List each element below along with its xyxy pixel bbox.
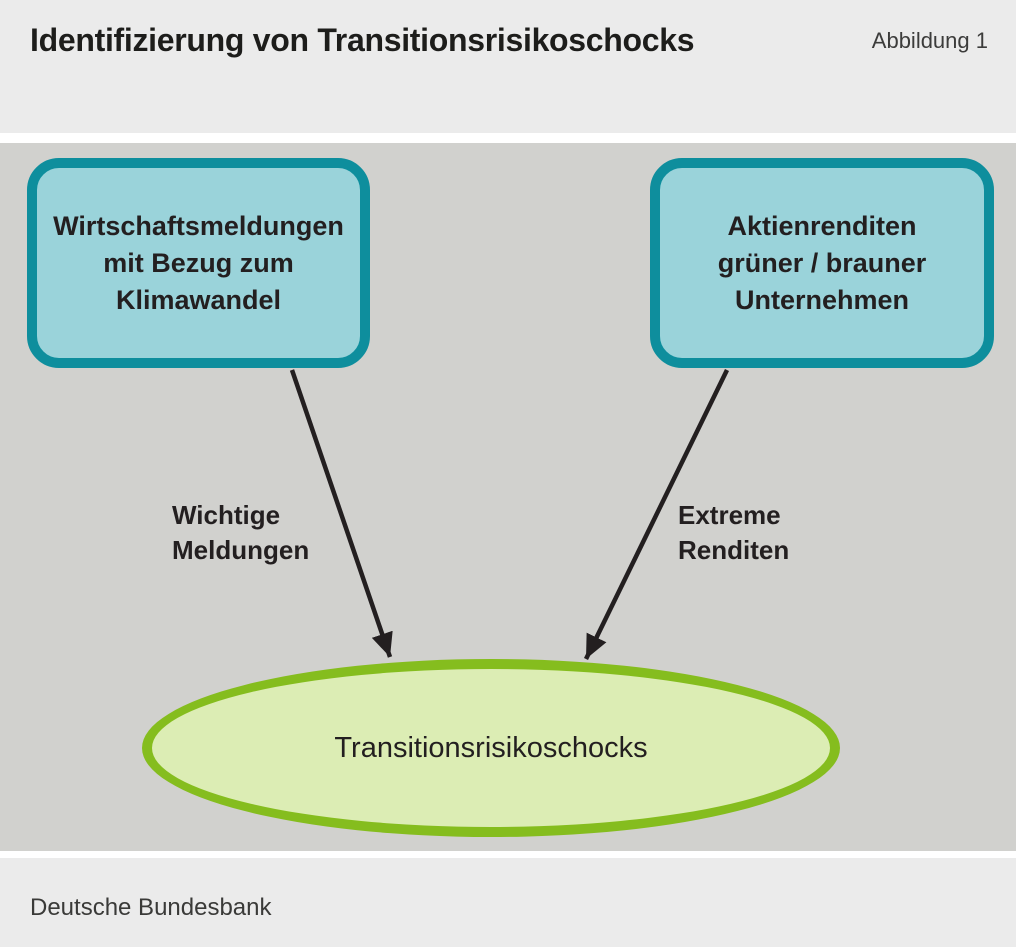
header-separator [0, 133, 1016, 143]
footer-separator [0, 851, 1016, 858]
source-box-line: Aktienrenditen [727, 210, 917, 241]
edge-label-line: Extreme [678, 500, 781, 530]
source-box-line: Unternehmen [734, 284, 910, 315]
source-box-line: Klimawandel [115, 284, 282, 315]
target-ellipse-transitionsrisikoschocks: Transitionsrisikoschocks [142, 659, 840, 837]
source-box-line: grüner / brauner [717, 247, 927, 278]
edge-label-line: Meldungen [172, 535, 310, 565]
source-attribution: Deutsche Bundesbank [30, 894, 272, 921]
header: Identifizierung von Transitionsrisikosch… [0, 0, 1016, 133]
source-box-line: mit Bezug zum [103, 247, 294, 278]
edge-label-line: Wichtige [172, 500, 281, 530]
figure-number: Abbildung 1 [871, 28, 988, 53]
diagram-canvas: Wirtschaftsmeldungen mit Bezug zum Klima… [0, 143, 1016, 851]
target-label: Transitionsrisikoschocks [334, 731, 648, 764]
source-box-wirtschaftsmeldungen: Wirtschaftsmeldungen mit Bezug zum Klima… [27, 158, 370, 368]
footer: Deutsche Bundesbank [0, 858, 1016, 947]
edge-label-line: Renditen [678, 535, 790, 565]
edge-label-extreme-renditen: Extreme Renditen [678, 498, 789, 568]
figure-title: Identifizierung von Transitionsrisikosch… [30, 22, 695, 58]
source-box-aktienrenditen: Aktienrenditen grüner / brauner Unterneh… [650, 158, 994, 368]
edge-label-wichtige-meldungen: Wichtige Meldungen [172, 498, 309, 568]
source-box-line: Wirtschaftsmeldungen [53, 210, 344, 241]
